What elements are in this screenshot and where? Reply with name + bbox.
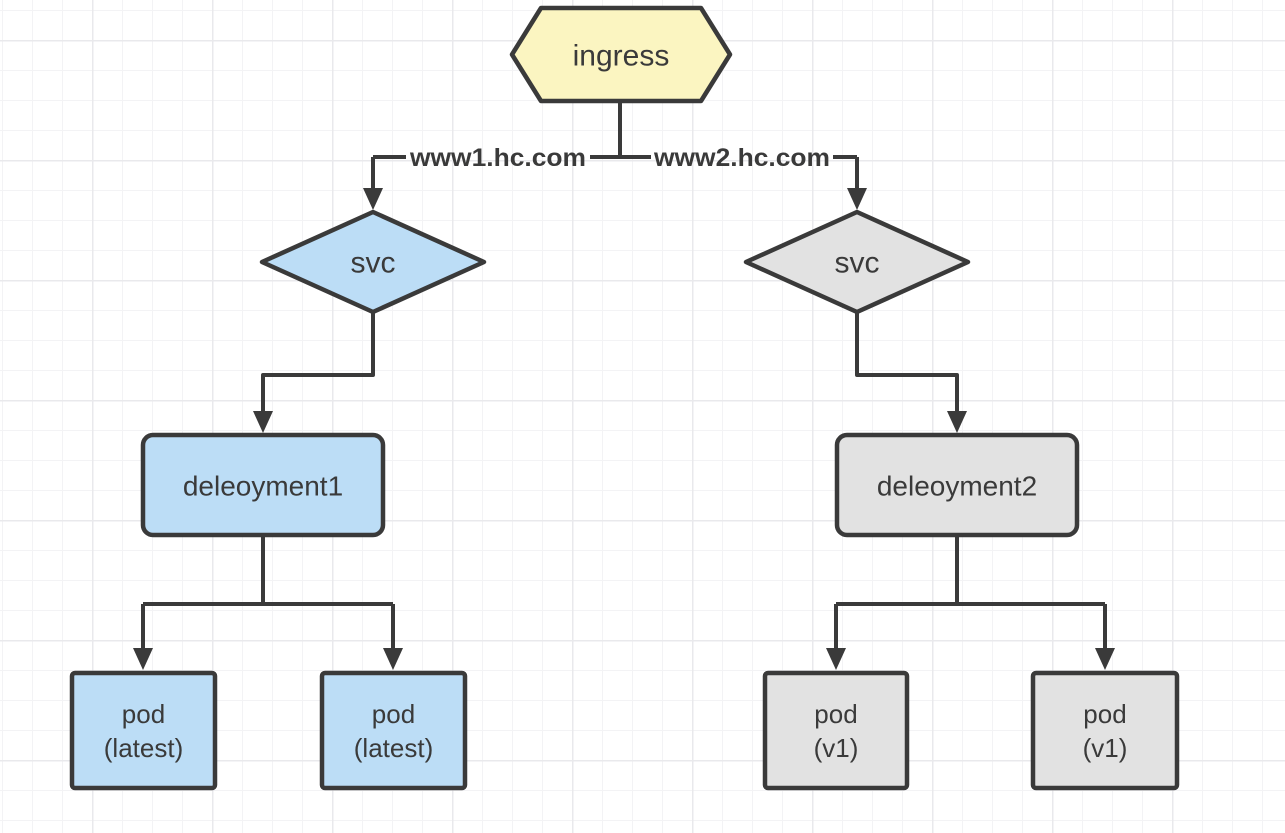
- pod4-label-line1: pod: [1083, 699, 1126, 729]
- svc1-diamond-shape: [259, 209, 487, 315]
- node-pod3[interactable]: pod (v1): [762, 670, 910, 791]
- arrowhead-to-svc2-icon: [847, 188, 867, 210]
- arrowhead-to-deployment1-icon: [253, 411, 273, 433]
- pod3-rect-shape: [762, 670, 910, 791]
- deployment1-label: deleoyment1: [183, 471, 343, 502]
- node-deployment1[interactable]: deleoyment1: [140, 432, 386, 538]
- edge-label-host-left: www1.hc.com: [409, 144, 586, 172]
- arrowhead-to-svc1-icon: [363, 188, 383, 210]
- pod4-label-line2: (v1): [1083, 733, 1128, 763]
- deployment1-rect-shape: [140, 432, 386, 538]
- edge-deployment1-pods-split: [141, 535, 395, 648]
- node-pod1[interactable]: pod (latest): [69, 670, 218, 791]
- arrowhead-to-pod2-icon: [383, 648, 403, 670]
- node-svc1[interactable]: svc: [259, 209, 487, 315]
- pod1-label-line1: pod: [122, 699, 165, 729]
- pod3-label-line2: (v1): [814, 733, 859, 763]
- arrowhead-to-pod4-icon: [1095, 648, 1115, 670]
- edge-svc2-deployment2: [855, 312, 959, 412]
- edge-svc1-deployment1: [261, 312, 375, 412]
- pod1-label-line2: (latest): [104, 733, 183, 763]
- pod1-rect-shape: [69, 670, 218, 791]
- edges: [133, 101, 1115, 670]
- arrowhead-to-pod1-icon: [133, 648, 153, 670]
- pod2-label-line2: (latest): [354, 733, 433, 763]
- svc2-diamond-shape: [743, 209, 971, 315]
- node-deployment2[interactable]: deleoyment2: [834, 432, 1080, 538]
- arrowhead-to-pod3-icon: [826, 648, 846, 670]
- edge-deployment2-pods-split: [834, 535, 1107, 648]
- svc2-label: svc: [835, 247, 880, 280]
- edge-label-host-right: www2.hc.com: [653, 144, 830, 172]
- pod4-rect-shape: [1030, 670, 1180, 791]
- node-ingress[interactable]: ingress: [509, 5, 733, 104]
- node-pod2[interactable]: pod (latest): [319, 670, 468, 791]
- arrowhead-to-deployment2-icon: [947, 411, 967, 433]
- pod2-rect-shape: [319, 670, 468, 791]
- ingress-hexagon-shape: [509, 5, 733, 104]
- svc1-label: svc: [351, 247, 396, 280]
- node-svc2[interactable]: svc: [743, 209, 971, 315]
- deployment2-rect-shape: [834, 432, 1080, 538]
- pod2-label-line1: pod: [372, 699, 415, 729]
- node-pod4[interactable]: pod (v1): [1030, 670, 1180, 791]
- pod3-label-line1: pod: [814, 699, 857, 729]
- deployment2-label: deleoyment2: [877, 471, 1037, 502]
- ingress-label: ingress: [573, 40, 670, 73]
